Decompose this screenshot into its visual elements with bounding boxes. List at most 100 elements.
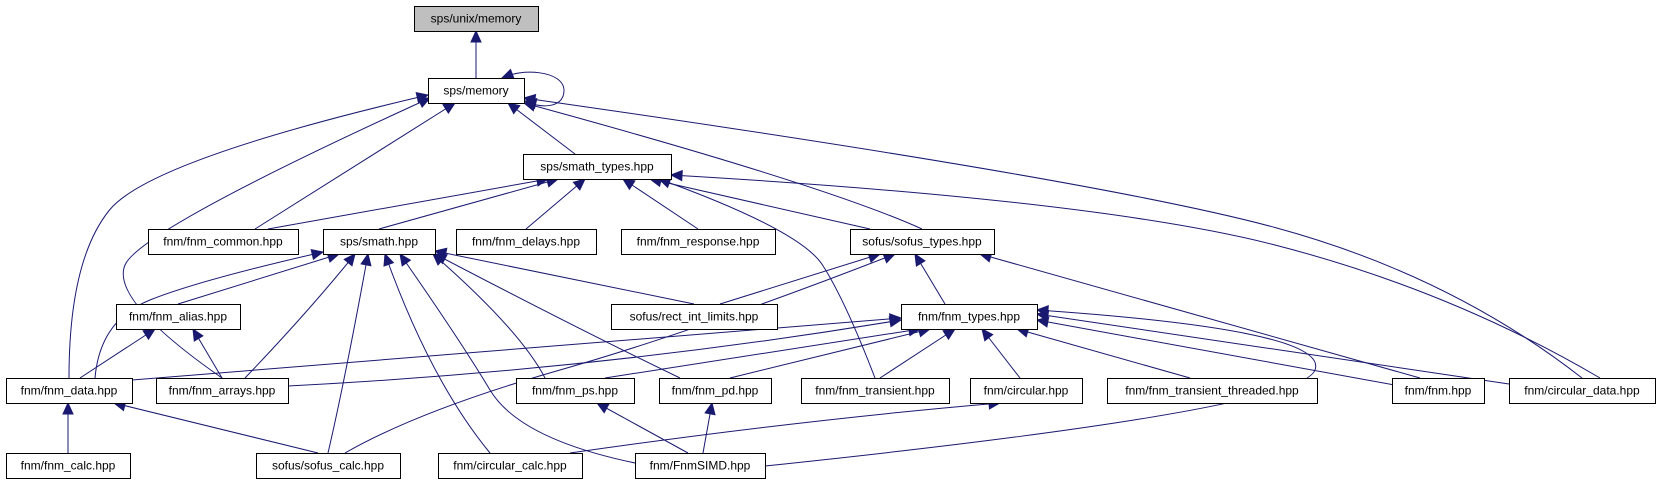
node-label: fnm/fnm_delays.hpp: [472, 235, 580, 249]
node-label: fnm/fnm_pd.hpp: [672, 384, 759, 398]
node-label: fnm/fnm_alias.hpp: [129, 310, 227, 324]
node-label: sps/unix/memory: [431, 12, 522, 26]
edge-fnm_calc-to-fnm_data: [62, 401, 74, 453]
node-unix-memory: sps/unix/memory: [414, 6, 539, 32]
edge-fnm_transient_threaded-to-fnm_types: [1015, 326, 1191, 379]
node-circular[interactable]: fnm/circular.hpp: [970, 378, 1083, 404]
edge-circular_data-to-memory: [522, 93, 1583, 379]
node-box: [850, 229, 995, 255]
node-label: fnm/fnm_response.hpp: [637, 235, 760, 249]
edge-fnm_response-to-smath_types: [621, 178, 699, 230]
edge-fnm_pd-to-smath: [433, 253, 681, 379]
node-fnm-arrays[interactable]: fnm/fnm_arrays.hpp: [156, 378, 289, 404]
node-fnm[interactable]: fnm/fnm.hpp: [1392, 378, 1485, 404]
edge-smath-to-smath_types: [378, 176, 560, 230]
edge-FnmSIMD-to-fnm_types: [764, 305, 1317, 467]
edge-circular_data-to-smath_types: [669, 169, 1601, 379]
node-fnm-data[interactable]: fnm/fnm_data.hpp: [6, 378, 133, 404]
node-box: [516, 378, 635, 404]
node-label: sofus/rect_int_limits.hpp: [630, 310, 759, 324]
node-box: [438, 453, 583, 479]
node-label: fnm/fnm.hpp: [1405, 384, 1472, 398]
node-fnm-ps[interactable]: fnm/fnm_ps.hpp: [516, 378, 635, 404]
node-sofus-calc[interactable]: sofus/sofus_calc.hpp: [256, 453, 401, 479]
node-box: [1107, 378, 1318, 404]
edge-fnm_pd-to-fnm_types: [729, 326, 932, 379]
node-rect-int-limits[interactable]: sofus/rect_int_limits.hpp: [611, 304, 778, 330]
node-box: [635, 453, 766, 479]
node-label: sofus/sofus_calc.hpp: [272, 459, 384, 473]
edge-fnm_delays-to-smath_types: [525, 178, 586, 230]
node-box: [414, 6, 539, 32]
node-fnm-types[interactable]: fnm/fnm_types.hpp: [901, 304, 1038, 330]
node-label: fnm/fnm_arrays.hpp: [169, 384, 276, 398]
node-label: fnm/fnm_ps.hpp: [532, 384, 618, 398]
node-label: fnm/fnm_transient_threaded.hpp: [1125, 384, 1299, 398]
node-box: [970, 378, 1083, 404]
edge-memory-to-unix_memory: [470, 29, 482, 78]
node-label: fnm/fnm_common.hpp: [163, 235, 283, 249]
edge-circular-to-fnm_types: [981, 328, 1021, 379]
node-box: [1509, 378, 1656, 404]
edge-sofus_calc-to-fnm_data: [112, 400, 319, 454]
node-box: [156, 378, 289, 404]
edge-fnm_data-to-smath: [94, 248, 325, 379]
node-sofus-types[interactable]: sofus/sofus_types.hpp: [850, 229, 995, 255]
edge-fnm_arrays-to-fnm_alias: [192, 327, 223, 379]
node-box: [621, 229, 776, 255]
node-memory[interactable]: sps/memory: [428, 78, 525, 104]
node-box: [456, 229, 597, 255]
node-box: [428, 78, 525, 104]
node-box: [6, 453, 131, 479]
node-label: fnm/circular_data.hpp: [1524, 384, 1640, 398]
edge-circular_data-to-fnm_types: [1035, 310, 1510, 385]
node-label: fnm/fnm_calc.hpp: [21, 459, 116, 473]
node-fnm-calc[interactable]: fnm/fnm_calc.hpp: [6, 453, 131, 479]
edge-fnm_ps-to-smath: [432, 253, 546, 379]
node-box: [148, 229, 299, 255]
node-label: sps/memory: [443, 84, 508, 98]
node-box: [523, 154, 672, 180]
node-box: [323, 229, 436, 255]
node-box: [611, 304, 778, 330]
node-fnm-delays[interactable]: fnm/fnm_delays.hpp: [456, 229, 597, 255]
edge-fnm_types-to-sofus_types: [914, 252, 946, 305]
edge-sofus_calc-to-smath: [327, 252, 372, 454]
node-box: [901, 304, 1038, 330]
edge-rect_int_limits-to-smath: [433, 247, 695, 305]
node-fnm-response[interactable]: fnm/fnm_response.hpp: [621, 229, 776, 255]
edge-circular_calc-to-smath: [383, 252, 491, 454]
edge-smath_types-to-memory: [507, 102, 576, 155]
edge-fnm_transient-to-smath_types: [657, 177, 876, 379]
edge-fnm-to-fnm_types: [1035, 316, 1401, 387]
edge-FnmSIMD-to-fnm_ps: [595, 402, 689, 454]
node-box: [1392, 378, 1485, 404]
node-smath-types[interactable]: sps/smath_types.hpp: [523, 154, 672, 180]
node-fnm-transient-threaded[interactable]: fnm/fnm_transient_threaded.hpp: [1107, 378, 1318, 404]
node-box: [801, 378, 950, 404]
node-label: sofus/sofus_types.hpp: [862, 235, 982, 249]
node-label: sps/smath.hpp: [340, 235, 418, 249]
node-circular-calc[interactable]: fnm/circular_calc.hpp: [438, 453, 583, 479]
node-fnm-transient[interactable]: fnm/fnm_transient.hpp: [801, 378, 950, 404]
node-box: [116, 304, 241, 330]
node-fnm-alias[interactable]: fnm/fnm_alias.hpp: [116, 304, 241, 330]
edge-circular_calc-to-circular: [569, 398, 1002, 454]
node-FnmSIMD[interactable]: fnm/FnmSIMD.hpp: [635, 453, 766, 479]
node-label: fnm/fnm_transient.hpp: [815, 384, 935, 398]
node-fnm-pd[interactable]: fnm/fnm_pd.hpp: [659, 378, 772, 404]
edge-sofus_calc-to-sofus_types: [344, 252, 897, 454]
edge-fnm_transient-to-fnm_types: [879, 328, 957, 379]
node-smath[interactable]: sps/smath.hpp: [323, 229, 436, 255]
node-label: fnm/FnmSIMD.hpp: [650, 459, 751, 473]
node-circular-data[interactable]: fnm/circular_data.hpp: [1509, 378, 1656, 404]
node-label: fnm/circular_calc.hpp: [453, 459, 567, 473]
node-fnm-common[interactable]: fnm/fnm_common.hpp: [148, 229, 299, 255]
node-label: sps/smath_types.hpp: [540, 160, 654, 174]
edge-fnm_alias-to-smath: [177, 251, 341, 305]
node-label: fnm/circular.hpp: [984, 384, 1069, 398]
node-box: [659, 378, 772, 404]
edge-FnmSIMD-to-fnm_pd: [702, 401, 716, 454]
edge-fnm_arrays-to-smath: [244, 253, 356, 379]
